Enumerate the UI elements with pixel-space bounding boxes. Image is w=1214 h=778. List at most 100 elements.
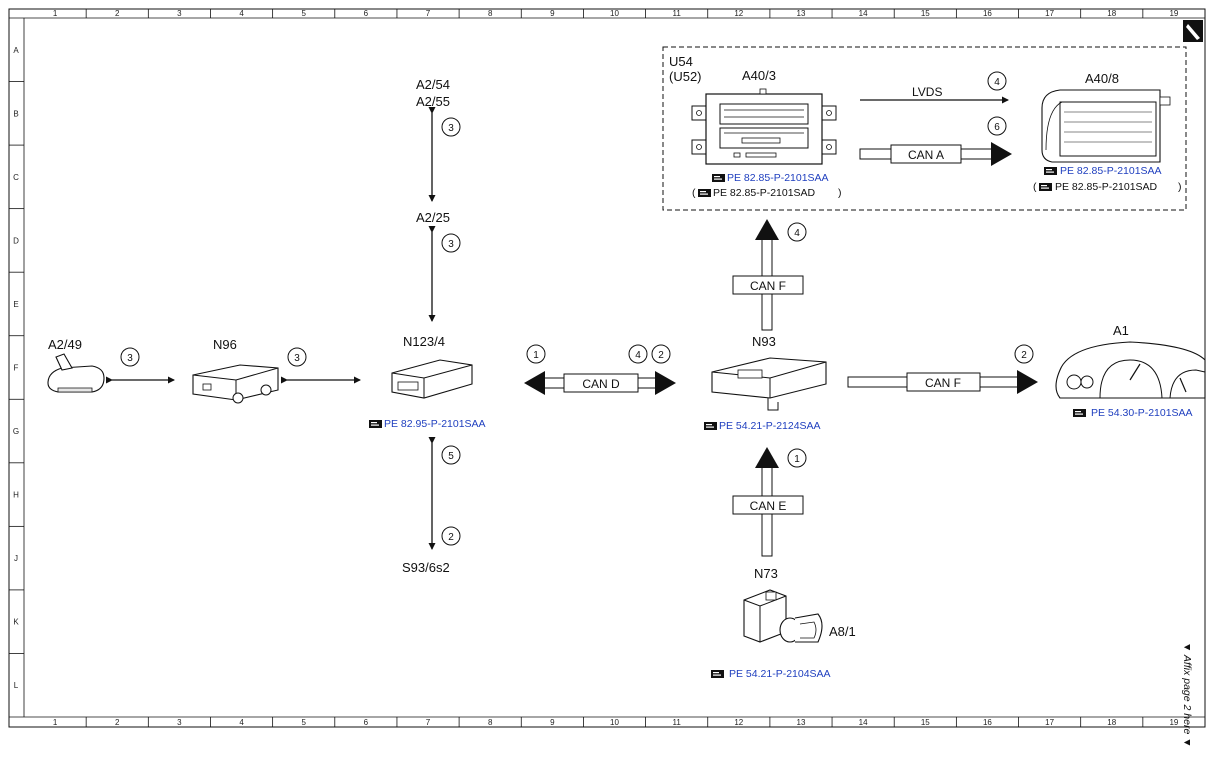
grid-column-label: 17 (1045, 9, 1054, 18)
grid-column-label: 3 (177, 718, 182, 727)
circle-n123-s93-bottom: 2 (441, 526, 461, 546)
grid-column-label: 15 (921, 9, 930, 18)
grid-column-label: 4 (239, 9, 244, 18)
label-can-f-vertical: CAN F (750, 279, 786, 293)
grid-row-label: H (13, 491, 19, 500)
circle-can-f-up: 4 (787, 222, 807, 242)
grid-column-label: 1 (53, 9, 58, 18)
grid-column-label: 3 (177, 9, 182, 18)
circle-number: 5 (448, 451, 454, 462)
circle-number: 1 (794, 454, 800, 465)
bus-can-a: CAN A (859, 142, 1012, 166)
grid-row-label: K (13, 618, 19, 627)
grid-column-label: 11 (673, 9, 682, 18)
ref-n123-4: PE 82.95-P-2101SAA (369, 418, 486, 430)
label-n93: N93 (752, 334, 776, 349)
grid-row-label: J (14, 554, 18, 563)
label-lvds: LVDS (912, 85, 942, 99)
grid-column-label: 18 (1107, 718, 1116, 727)
grid-row-label: L (14, 681, 19, 690)
ignition-switch-n73 (743, 589, 823, 643)
circle-n123-s93-top: 5 (441, 445, 461, 465)
grid-column-label: 19 (1169, 9, 1178, 18)
circle-can-d-right-b: 2 (651, 344, 671, 364)
bus-can-e: CAN E (732, 447, 804, 557)
label-can-d: CAN D (582, 377, 620, 391)
label-u52: (U52) (669, 69, 702, 84)
affix-note: ▼ Affix page 2 here ▼ (1181, 642, 1193, 748)
grid-column-label: 7 (426, 9, 431, 18)
label-a2-54: A2/54 (416, 77, 450, 92)
label-a2-55: A2/55 (416, 94, 450, 109)
grid-column-label: 15 (921, 718, 930, 727)
grid-column-label: 10 (610, 9, 619, 18)
grid-column-label: 1 (53, 718, 58, 727)
module-n123-4 (391, 359, 473, 399)
instrument-cluster-a1 (1055, 341, 1206, 399)
ref-a1: PE 54.30-P-2101SAA (1073, 407, 1193, 419)
circle-a2-54: 3 (441, 117, 461, 137)
svg-text:(: ( (692, 187, 696, 199)
grid-column-label: 4 (239, 718, 244, 727)
grid-row-label: E (13, 300, 18, 309)
grid-row-label: B (13, 109, 18, 118)
circle-number: 3 (448, 239, 454, 250)
svg-text:(: ( (1033, 181, 1037, 193)
grid-column-label: 10 (610, 718, 619, 727)
ref-text-a40-3-alt: PE 82.85-P-2101SAD (713, 187, 816, 199)
circle-a2-25: 3 (441, 233, 461, 253)
grid-column-label: 8 (488, 9, 493, 18)
pen-icon (1183, 20, 1203, 42)
circle-can-d-left: 1 (526, 344, 546, 364)
grid-column-label: 11 (673, 718, 682, 727)
circle-number: 3 (448, 123, 454, 134)
label-a40-3: A40/3 (742, 68, 776, 83)
grid-column-label: 9 (550, 9, 555, 18)
grid-column-label: 14 (859, 9, 868, 18)
ref-text-a40-8-main: PE 82.85-P-2101SAA (1060, 165, 1162, 177)
grid-row-label: F (14, 364, 19, 373)
bus-can-f-vertical: CAN F (732, 219, 804, 331)
circle-can-e: 1 (787, 448, 807, 468)
grid-column-label: 2 (115, 718, 120, 727)
grid-column-label: 13 (797, 718, 806, 727)
label-n96: N96 (213, 337, 237, 352)
grid-column-label: 16 (983, 9, 992, 18)
module-n93 (711, 357, 827, 411)
circle-number: 2 (658, 350, 664, 361)
ref-a40-3-main: PE 82.85-P-2101SAA (712, 172, 829, 184)
grid-column-label: 18 (1107, 9, 1116, 18)
circle-number: 4 (635, 350, 641, 361)
label-a2-49: A2/49 (48, 337, 82, 352)
grid-column-label: 5 (301, 718, 306, 727)
label-can-e: CAN E (750, 499, 787, 513)
circle-lvds: 4 (987, 71, 1007, 91)
ref-a40-3-alt: ( PE 82.85-P-2101SAD ) (692, 187, 842, 199)
svg-text:): ) (1178, 181, 1182, 193)
circle-number: 3 (127, 353, 133, 364)
grid-column-label: 6 (364, 718, 369, 727)
label-a2-25: A2/25 (416, 210, 450, 225)
grid-frame (8, 8, 1206, 728)
ref-text-a40-8-alt: PE 82.85-P-2101SAD (1055, 181, 1158, 193)
grid-column-label: 6 (364, 9, 369, 18)
grid-column-label: 8 (488, 718, 493, 727)
grid-column-label: 7 (426, 718, 431, 727)
bus-can-d: CAN D (524, 371, 676, 395)
module-n96 (192, 364, 279, 404)
head-unit-a40-3 (691, 88, 837, 165)
display-a40-8 (1041, 89, 1171, 163)
circle-number: 4 (994, 77, 1000, 88)
ref-text-n123-4: PE 82.95-P-2101SAA (384, 418, 486, 430)
grid-row-label: C (13, 173, 19, 182)
grid-column-label: 13 (797, 9, 806, 18)
label-n73: N73 (754, 566, 778, 581)
bus-can-f-horizontal: CAN F (847, 370, 1038, 394)
ref-a40-8-alt: ( PE 82.85-P-2101SAD ) (1033, 181, 1182, 193)
circle-can-f-right: 2 (1014, 344, 1034, 364)
label-can-a: CAN A (908, 148, 944, 162)
circle-number: 6 (994, 122, 1000, 133)
label-n123-4: N123/4 (403, 334, 445, 349)
circle-number: 3 (294, 353, 300, 364)
